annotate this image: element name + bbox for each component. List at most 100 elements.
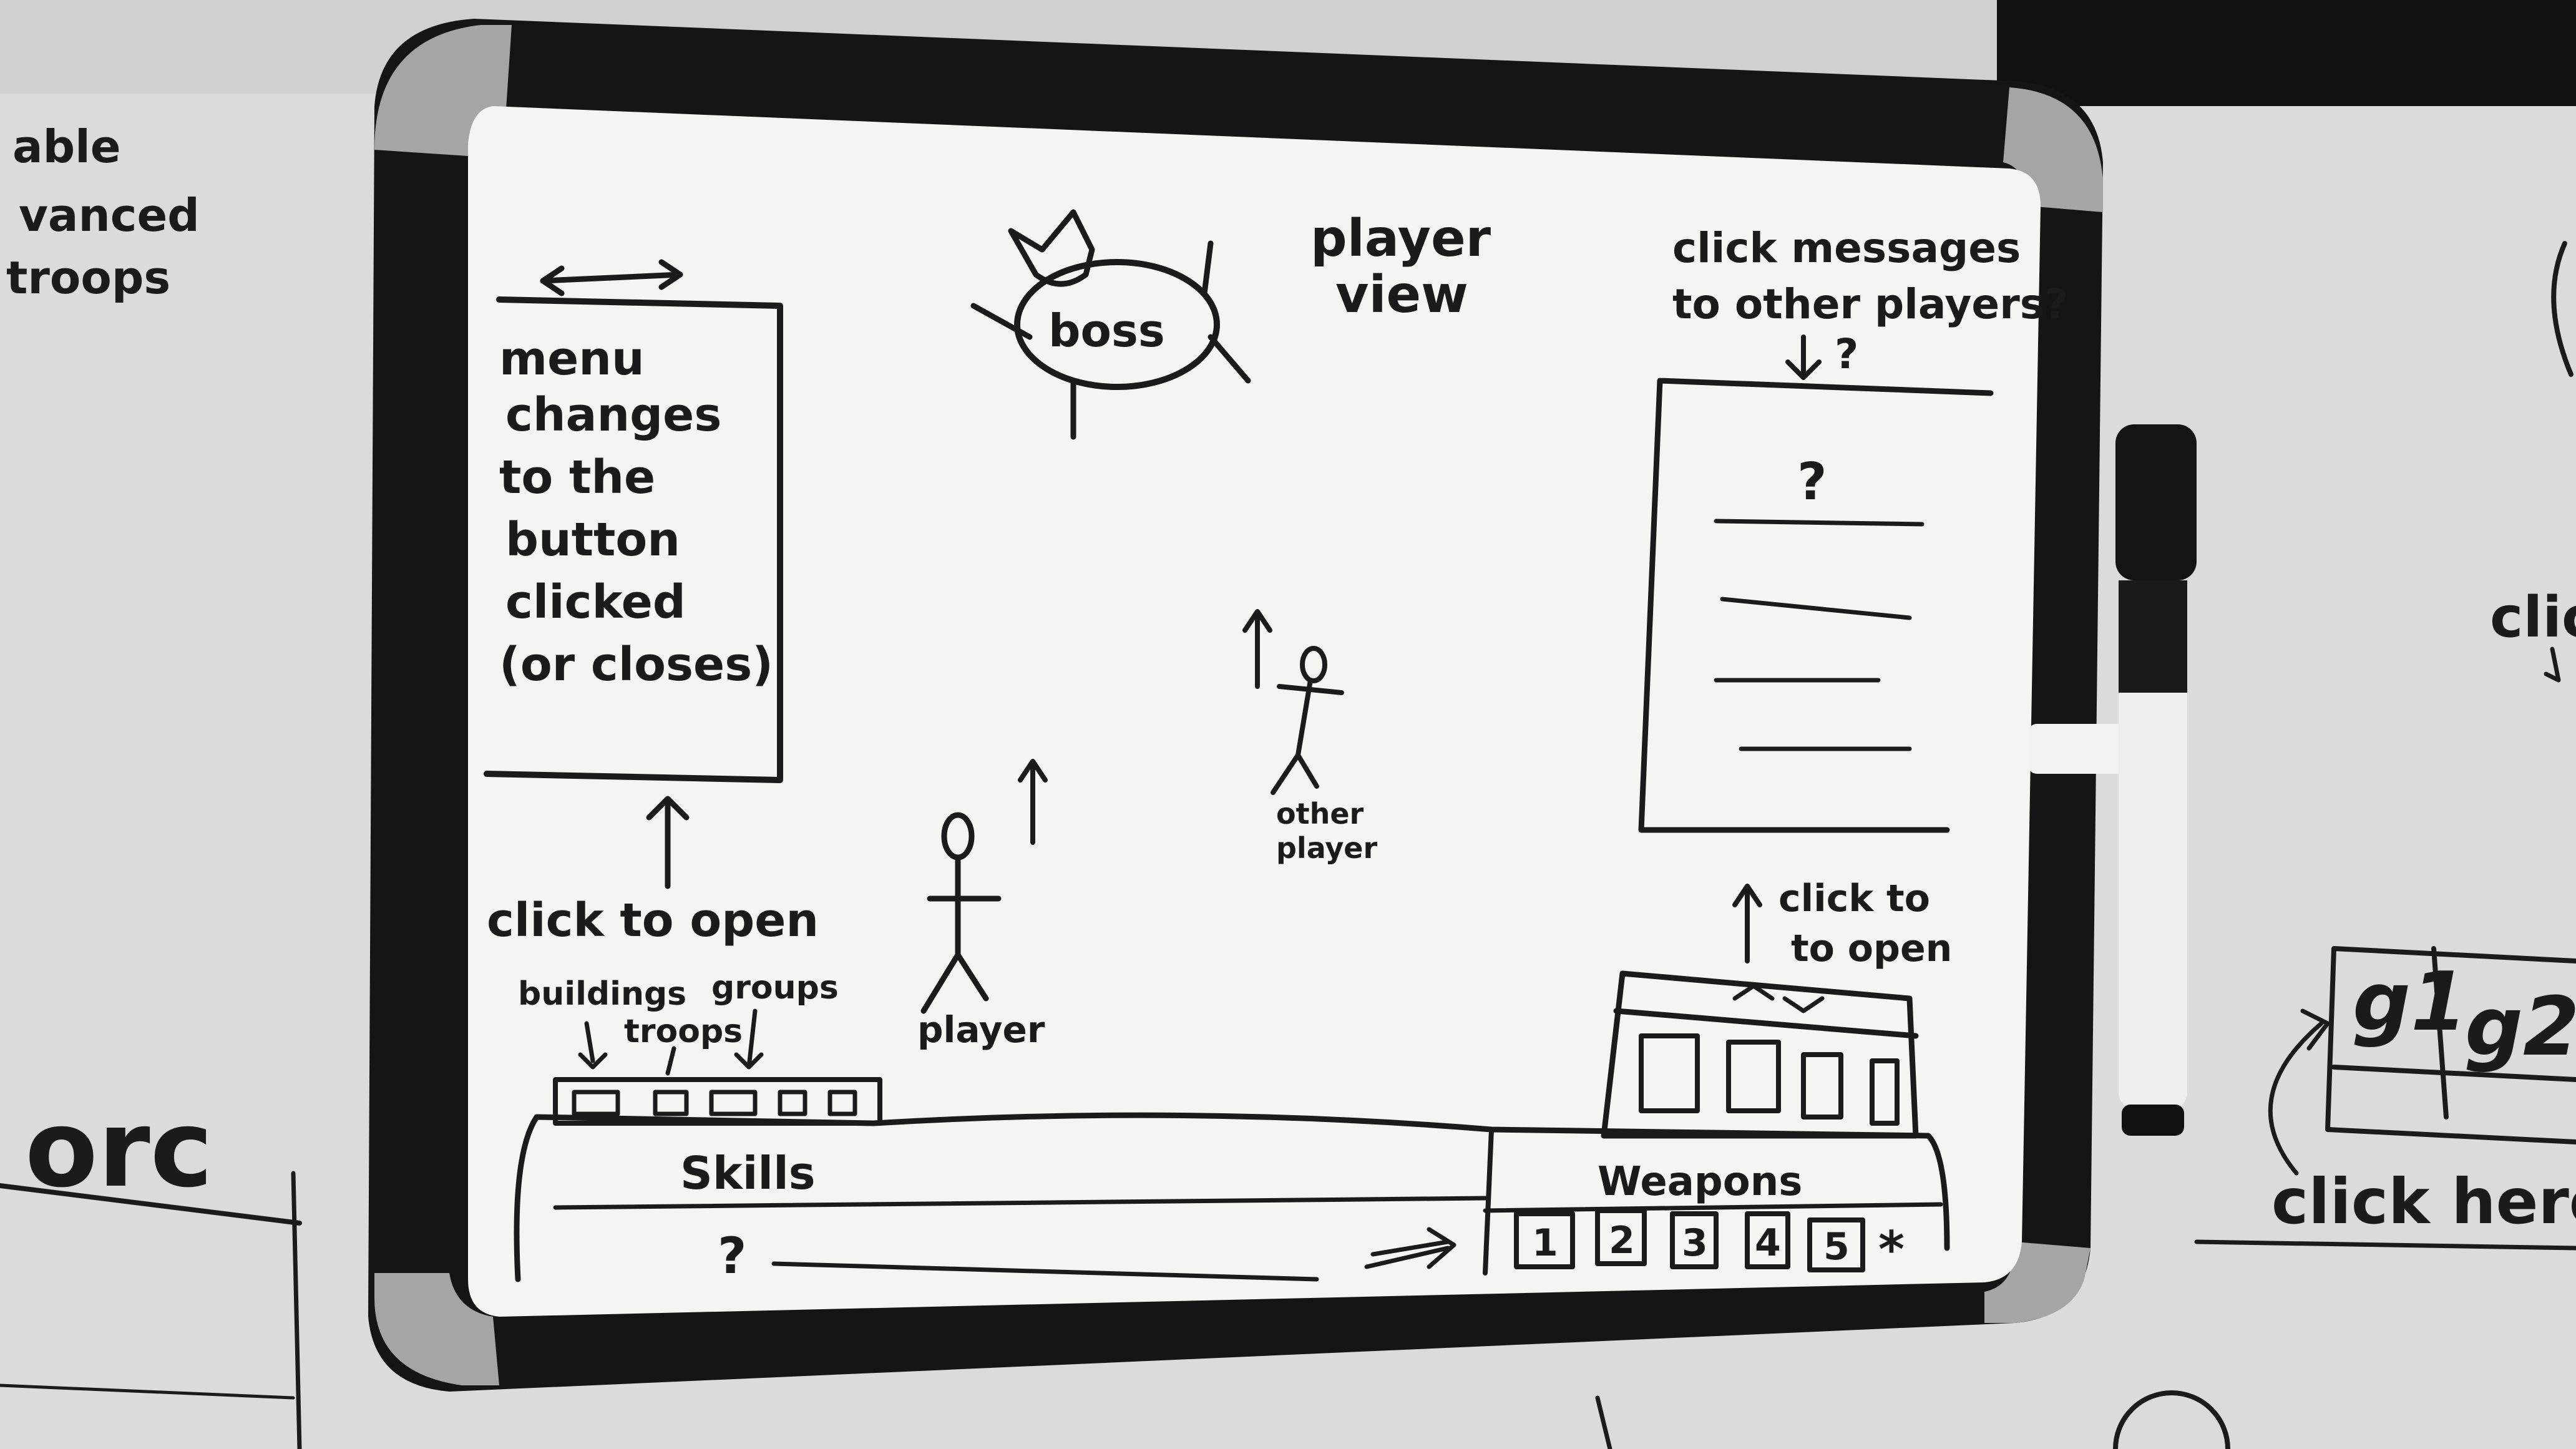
messages-panel-question: ? [1797,452,1827,512]
hud-bar-inner-line [553,1196,1943,1213]
hud-bar-divider [1483,1127,1494,1276]
frame-corner-bottom-right [1984,1242,2091,1323]
menu-open-arrow-icon [646,796,690,889]
skills-question: ? [718,1227,746,1285]
wall-top-dark-strip [1997,0,2576,106]
boss-head [1008,209,1095,287]
weapon-slots: 1 2 3 4 5 * [1514,1208,1905,1279]
toolbar-icon-5 [827,1090,857,1116]
boss-body [1014,259,1220,390]
wall-grid-sketch: g1 g2 [2268,946,2576,1176]
note-buildings: buildings [518,975,686,1013]
menu-note-line2: changes [505,388,721,442]
wall-right-curve [2551,241,2574,377]
weapon-slot-box-3 [1670,1211,1719,1269]
wall-notes-right: clic g1 g2 click here [1595,241,2576,1449]
skills-label: Skills [680,1147,816,1199]
board-sketch: player view boss menu changes to the but… [484,209,2068,1285]
icon-notes: buildings troops groups [518,969,839,1076]
wall-notes-left: able vanced troops orc [0,120,302,1449]
player-label: player [917,1008,1045,1051]
click-to-open-right-line1: click to [1778,877,1930,920]
toolbar-icon-strip [553,1077,882,1126]
weapon-slot-1: 1 [1532,1221,1558,1265]
menu-resize-arrow-icon [540,259,683,296]
wall-grid-lines [2325,946,2576,1144]
wall-grid-cell-g1: g1 [2353,954,2467,1049]
weapons-popup-slot-3 [1801,1052,1843,1120]
weapon-slot-star: * [1878,1221,1905,1279]
weapons-popup-slot-4 [1870,1058,1900,1126]
wall-grid-cell-g2: g2 [2465,979,2576,1074]
weapon-slot-box-5 [1807,1217,1865,1272]
wall-note-troops: troops [6,251,170,304]
icon-note-arrows [578,1008,764,1076]
weapons-popup-slot-2 [1726,1040,1781,1113]
other-player-label-line1: other [1276,797,1364,831]
wall-orc-box-edge [291,1171,302,1449]
menu-note-line6: (or closes) [499,638,773,691]
menu-panel-sketch: menu changes to the button clicked (or c… [484,259,819,947]
player-sketch: player [917,759,1048,1051]
weapon-slot-3: 3 [1682,1221,1708,1265]
boss-label: boss [1048,305,1165,357]
marker-end [2122,1105,2184,1136]
skills-arrow-icon [1364,1227,1456,1269]
menu-note-line3: to the [499,451,655,504]
menu-note-line5: clicked [505,575,686,629]
player-move-arrow-icon [1018,759,1048,845]
weapon-slot-box-1 [1514,1211,1575,1269]
other-player-arrow-icon [1242,609,1272,689]
weapons-label: Weapons [1598,1159,1802,1205]
note-groups: groups [711,969,839,1007]
wall-grid-arrow [2268,1008,2330,1176]
boss-sketch: boss [970,209,1251,440]
note-troops: troops [624,1013,743,1050]
wall-note-clic: clic [2490,585,2576,650]
click-to-open-left: click to open [487,894,819,947]
wall-click-here-underline [2194,1239,2576,1251]
messages-arrow-icon [1785,334,1822,380]
toolbar-icon-3 [709,1090,758,1116]
hud-bar-outline [514,1112,1950,1282]
player-body [920,855,1002,1014]
weapon-slot-4: 4 [1755,1221,1781,1265]
other-player-head [1300,646,1327,683]
other-player-body [1271,678,1344,795]
wall-orc-box-line [0,1383,295,1400]
marker-body [2119,580,2187,1111]
click-to-open-right-line2: to open [1791,927,1952,970]
messages-panel-outline [1638,378,1994,833]
menu-panel-outline [484,296,783,783]
weapon-slot-5: 5 [1823,1225,1850,1269]
messages-open-arrow-icon [1732,884,1762,964]
marker-cap [2115,424,2197,580]
other-player-sketch: other player [1242,609,1378,865]
skills-line [771,1261,1319,1282]
player-view-title-line1: player [1310,209,1491,268]
wall-orc-underline [0,1183,302,1226]
wall-click-here: click here [2271,1165,2576,1238]
weapons-popup-slot-1 [1639,1033,1700,1113]
weapon-slot-box-4 [1745,1211,1790,1269]
messages-note-line1: click messages [1672,224,2021,272]
wall-bottom-mark [1595,1395,1612,1449]
marker-band [2119,580,2187,693]
messages-list-lines [1714,519,1925,751]
messages-arrow-question: ? [1835,330,1858,378]
toolbar-icon-2 [653,1090,689,1116]
boss-limbs [970,240,1251,440]
player-view-title-line2: view [1335,265,1468,324]
weapon-slot-box-2 [1595,1208,1647,1266]
wall-note-arrow [2544,646,2561,683]
toolbar-icon-4 [778,1090,807,1116]
wall-note-vanced: vanced [19,189,200,242]
wall-bottom-circle [2113,1390,2230,1449]
other-player-label-line2: player [1276,831,1378,865]
marker [2028,424,2197,1136]
menu-note-line1: menu [499,332,645,386]
hud-bar-sketch: Skills ? Weapons 1 2 3 4 5 * [514,1077,1950,1285]
messages-note-line2: to other players? [1672,280,2068,328]
menu-note-line4: button [505,513,680,567]
